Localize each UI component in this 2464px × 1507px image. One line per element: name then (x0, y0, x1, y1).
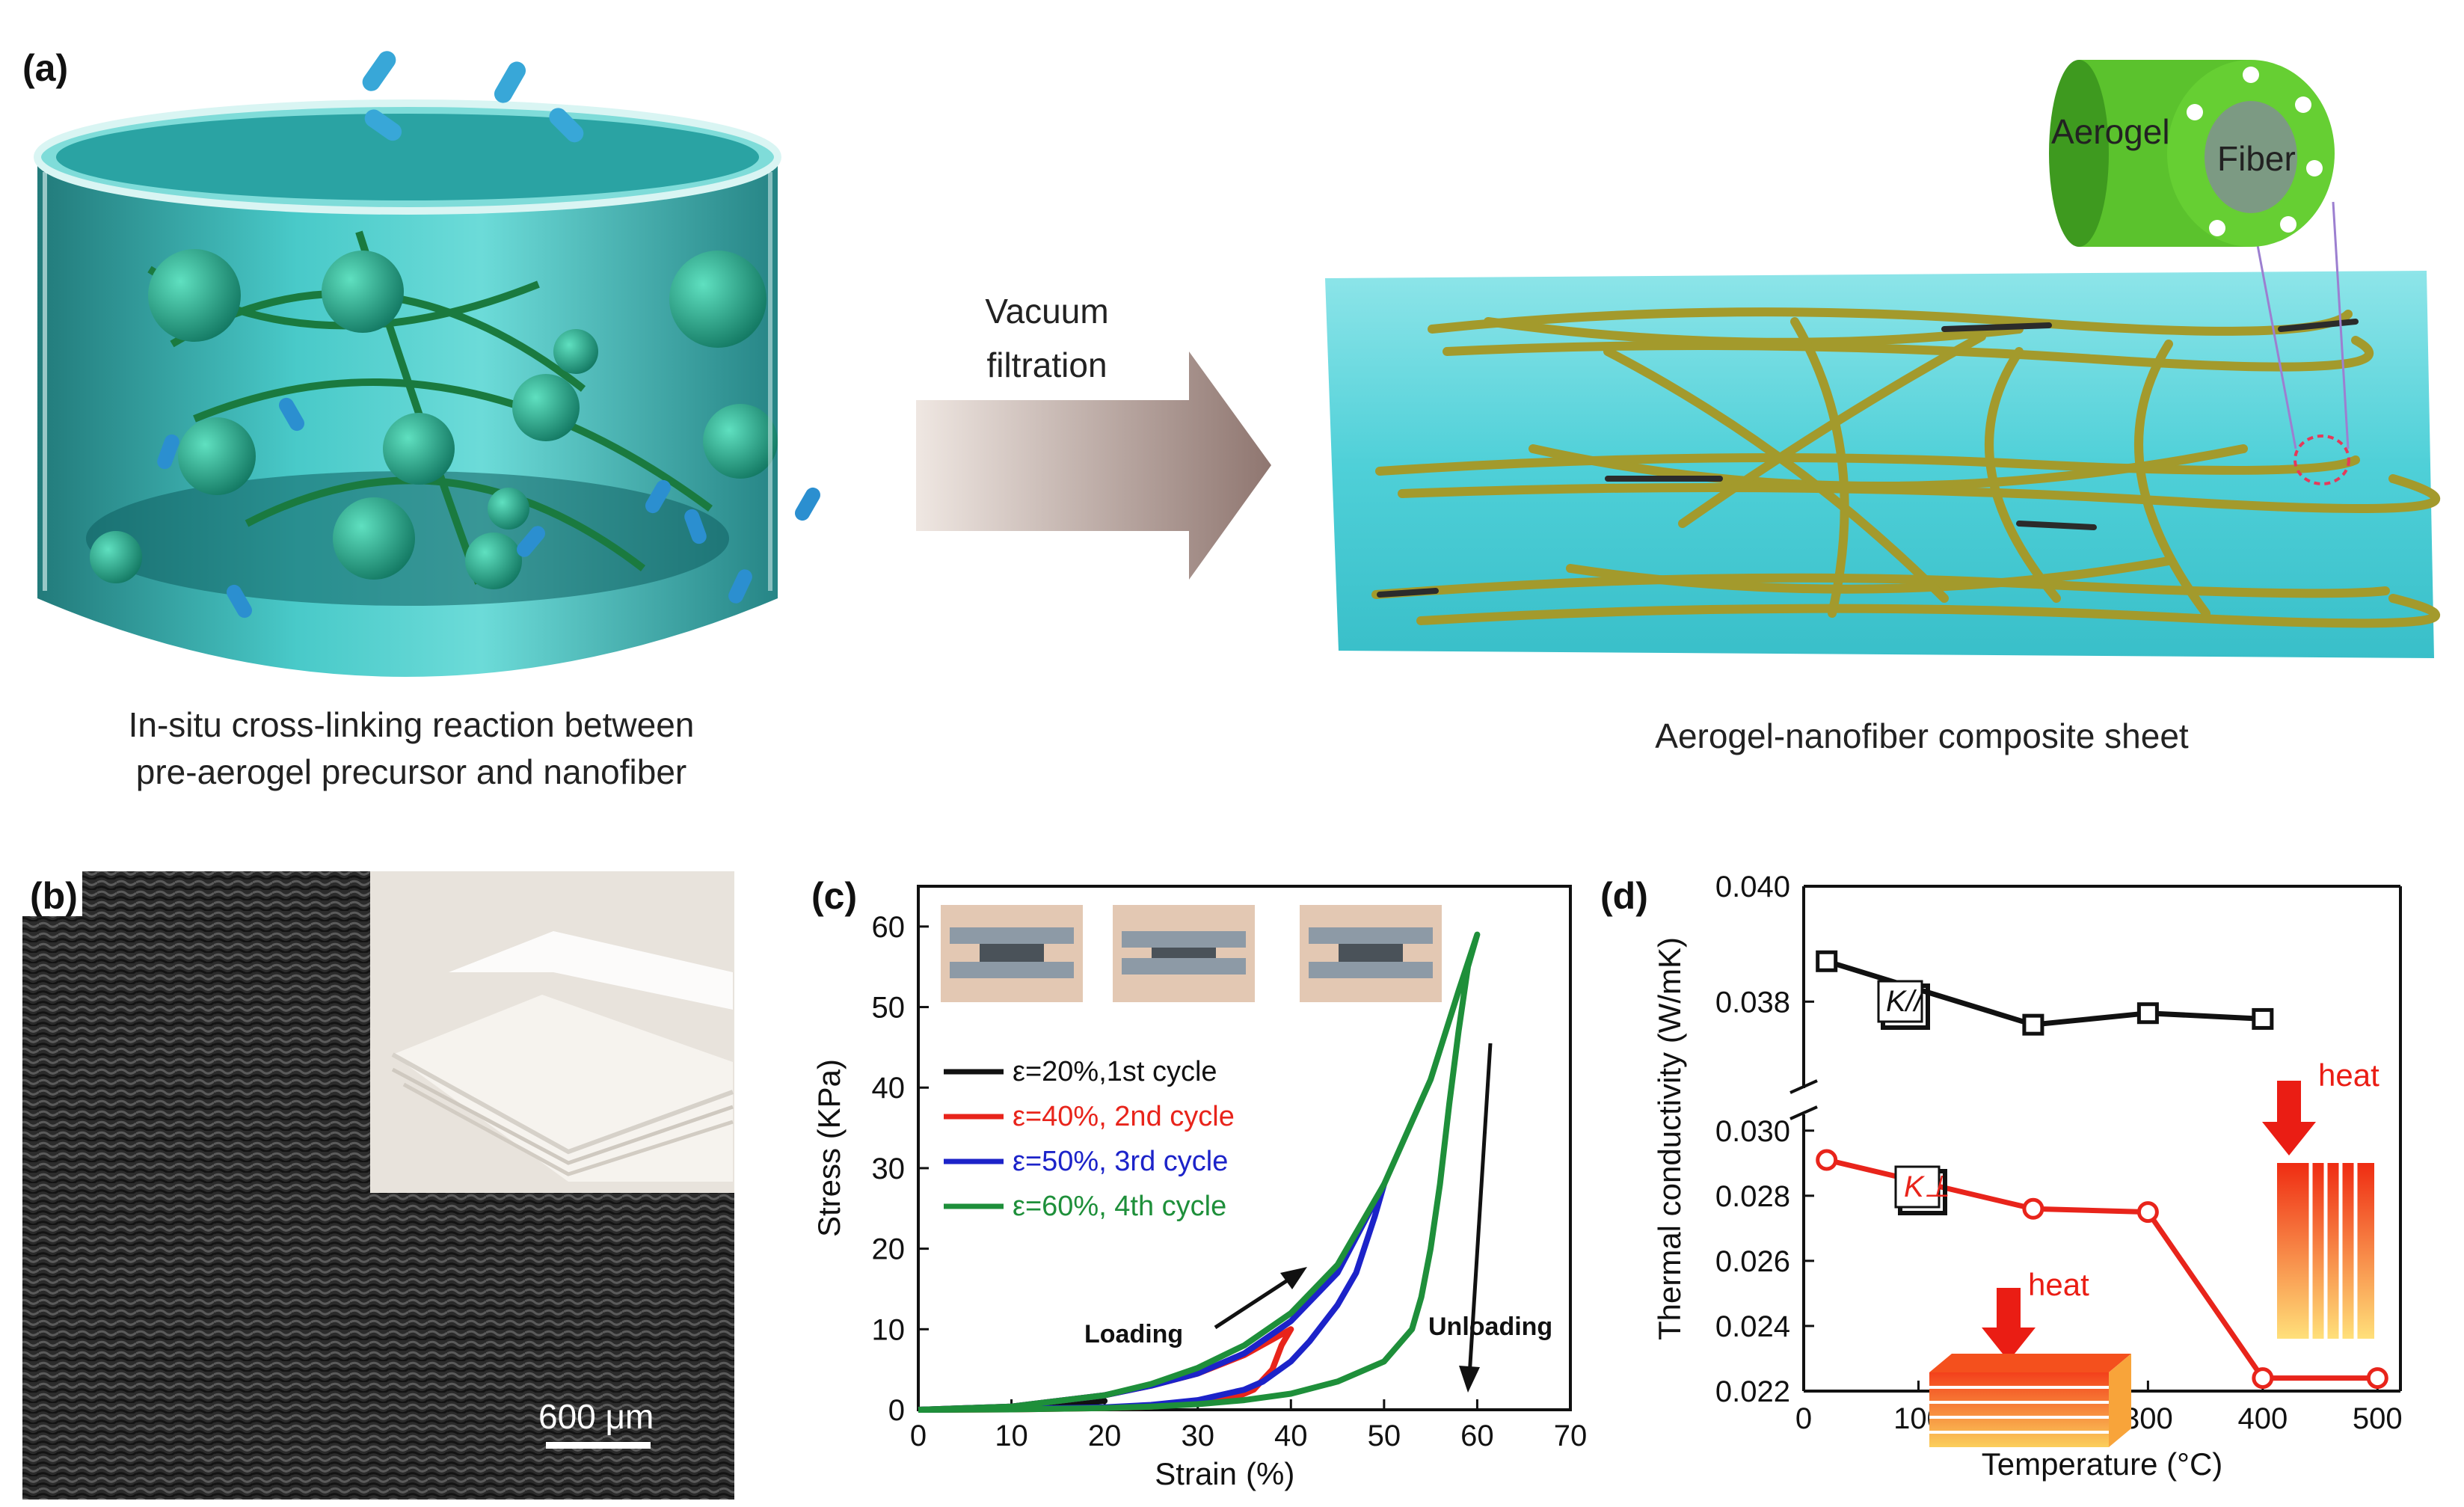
y-tick-label: 50 (872, 992, 906, 1025)
x-tick-label: 30 (1181, 1419, 1214, 1452)
composite-sheet-illustration (1325, 149, 2441, 658)
legend-entry: ε=40%, 2nd cycle (1013, 1101, 1235, 1132)
y-tick-label: 0 (888, 1394, 905, 1427)
right-caption: Aerogel-nanofiber composite sheet (1655, 716, 2189, 755)
scale-bar-label: 600 μm (538, 1397, 654, 1436)
series-label-box (1894, 1165, 1941, 1209)
compression-photo-1 (941, 905, 1083, 1002)
x-tick-label: 40 (1274, 1419, 1308, 1452)
legend-entry: ε=50%, 3rd cycle (1013, 1146, 1228, 1177)
y-tick-label: 40 (872, 1072, 906, 1105)
y-tick-label: 10 (872, 1313, 906, 1346)
arrow-label-line2: filtration (986, 346, 1107, 384)
y-tick-label: 0.030 (1715, 1115, 1790, 1148)
thermal-conductivity-chart: 01002003004005000.0380.0400.0220.0240.02… (1652, 871, 2403, 1482)
data-point (2022, 1013, 2044, 1036)
heat-stack-vertical-icon (2262, 1081, 2374, 1339)
series-label-box (1877, 980, 1923, 1023)
x-tick-label: 20 (1088, 1419, 1122, 1452)
panel-b: (b) 600 μm (22, 871, 734, 1500)
heat-annotation-left: heat (2028, 1267, 2089, 1302)
data-point (1816, 1149, 1838, 1171)
data-point (2252, 1367, 2274, 1390)
unloading-arrow (1467, 1043, 1493, 1377)
series-label-k-parallel: K// (1886, 985, 1926, 1018)
compression-photo-2 (1113, 905, 1255, 1002)
panel-d-label: (d) (1600, 875, 1648, 917)
y-tick-label: 0.026 (1715, 1245, 1790, 1278)
inset-aerogel-label: Aerogel (2051, 112, 2170, 151)
beaker-illustration (34, 51, 820, 677)
loading-annotation: Loading (1084, 1320, 1183, 1348)
y-tick-label: 20 (872, 1233, 906, 1266)
inset-fiber-label: Fiber (2217, 139, 2296, 178)
axis-break-mark (1789, 1105, 1818, 1120)
panel-d: (d) 01002003004005000.0380.0400.0220.024… (1600, 871, 2403, 1482)
vacuum-filtration-arrow (916, 352, 1271, 580)
x-tick-label: 50 (1368, 1419, 1401, 1452)
y-tick-label: 30 (872, 1152, 906, 1185)
x-tick-label: 60 (1460, 1419, 1494, 1452)
data-point (2252, 1007, 2274, 1030)
left-caption-line2: pre-aerogel precursor and nanofiber (136, 752, 686, 791)
x-tick-label: 0 (1795, 1402, 1812, 1435)
y-tick-label: 0.038 (1715, 986, 1790, 1019)
arrow-label-line1: Vacuum (985, 292, 1108, 331)
y-axis-label: Thermal conductivity (W/mK) (1652, 937, 1687, 1340)
panel-c-label: (c) (811, 875, 857, 917)
y-tick-label: 0.028 (1715, 1180, 1790, 1213)
plot-frame (917, 885, 1572, 1411)
scale-bar (546, 1442, 651, 1449)
series-label-k-perp: K⊥ (1904, 1170, 1950, 1203)
unloading-arrowhead (1459, 1366, 1480, 1393)
series-label-box-shadow (1898, 1169, 1947, 1215)
panel-a: (a) (22, 47, 2441, 791)
x-tick-label: 500 (2353, 1402, 2403, 1435)
panel-b-label: (b) (30, 875, 78, 917)
x-axis-unit: (%) (1246, 1456, 1294, 1491)
data-point (2366, 1367, 2388, 1390)
panel-a-label: (a) (22, 47, 68, 89)
x-axis-label: Strain (1155, 1456, 1237, 1491)
series-line (918, 931, 1481, 1413)
x-tick-label: 10 (995, 1419, 1028, 1452)
fiber-inset-illustration (2049, 60, 2335, 247)
y-tick-label: 60 (872, 911, 906, 944)
series-label-box-shadow (1881, 983, 1930, 1030)
y-tick-label: 0.040 (1715, 871, 1790, 903)
data-point (2022, 1197, 2044, 1220)
legend-entry: ε=60%, 4th cycle (1013, 1191, 1226, 1222)
heat-stack-horizontal-icon (1929, 1288, 2131, 1447)
loading-arrowhead (1280, 1267, 1307, 1289)
x-tick-label: 0 (910, 1419, 927, 1452)
legend-entry: ε=20%,1st cycle (1013, 1056, 1217, 1087)
y-tick-label: 0.024 (1715, 1310, 1790, 1343)
data-point (2136, 1201, 2159, 1224)
compression-photo-3 (1300, 905, 1442, 1002)
heat-annotation-right: heat (2318, 1058, 2379, 1093)
data-point (2136, 1002, 2159, 1025)
unloading-annotation: Unloading (1428, 1313, 1552, 1341)
left-caption-line1: In-situ cross-linking reaction between (129, 705, 695, 744)
axis-break-mark (1789, 1079, 1818, 1094)
y-axis-label: Stress (KPa) (811, 1059, 847, 1237)
x-tick-label: 70 (1554, 1419, 1588, 1452)
data-point (1816, 950, 1838, 972)
y-tick-label: 0.022 (1715, 1375, 1790, 1408)
x-tick-label: 300 (2123, 1402, 2173, 1435)
x-tick-label: 400 (2237, 1402, 2288, 1435)
x-axis-label: Temperature (°C) (1982, 1446, 2223, 1482)
